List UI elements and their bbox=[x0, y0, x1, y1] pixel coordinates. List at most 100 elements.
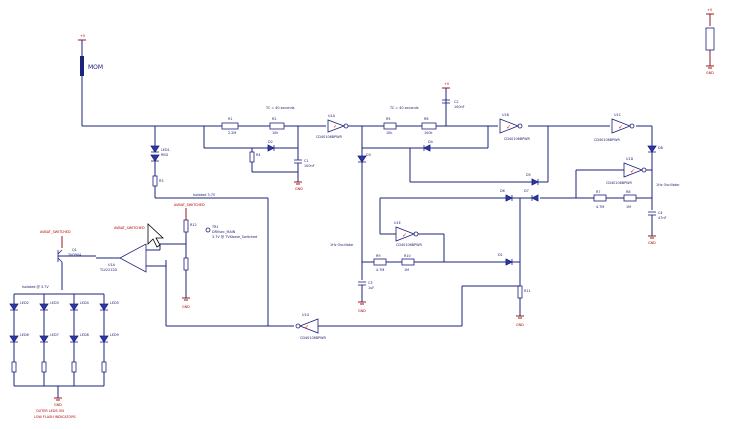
inverter-gate-u1c: ✓ U1C CD40106BPWR bbox=[594, 113, 635, 142]
timing-label: TC = 40 seconds bbox=[265, 106, 295, 110]
transistor-leg bbox=[57, 249, 63, 255]
capacitor-ref: C2 bbox=[454, 100, 459, 104]
resistor-symbol bbox=[249, 151, 255, 163]
diode-ref: D3 bbox=[366, 153, 371, 157]
capacitor-ref: C4 bbox=[658, 211, 663, 215]
resistor-ref: R4 bbox=[256, 153, 261, 157]
resistor-symbol bbox=[373, 258, 387, 266]
gate-mark: ✓ bbox=[333, 124, 337, 130]
timing-label: TC = 40 seconds bbox=[389, 106, 419, 110]
led-array: LED2 LED6 LED3 LED7 LED4 bbox=[9, 293, 119, 419]
inverter-gate-u1b: ✓ U1B CD40106BPWR bbox=[499, 113, 530, 141]
vcc-label: +V bbox=[707, 8, 713, 12]
resistor-value: 4.7M bbox=[376, 268, 384, 272]
diode-ref: D6 bbox=[500, 189, 505, 193]
resistor-value: 1M bbox=[404, 268, 409, 272]
resistor-symbol bbox=[383, 122, 397, 130]
gnd-label: GND bbox=[648, 241, 656, 245]
gnd-label: GND bbox=[54, 403, 62, 407]
led-column-3: LED4 LED8 bbox=[69, 294, 89, 386]
led-ref: LED9 bbox=[110, 333, 119, 337]
resistor-ref: R12 bbox=[190, 223, 197, 227]
resistor-ref: R3 bbox=[159, 179, 164, 183]
cursor-arrow bbox=[147, 223, 165, 248]
diode-symbol bbox=[150, 145, 160, 153]
osc-label: 1Hz Oscillator bbox=[330, 243, 354, 247]
diode-symbol bbox=[531, 194, 539, 202]
diode-ref: D1 bbox=[498, 253, 503, 257]
diode-symbol bbox=[9, 303, 19, 311]
diode-symbol bbox=[69, 335, 79, 343]
transistor-part: 2N3904 bbox=[68, 253, 81, 257]
resistor-value: 10k bbox=[386, 131, 392, 135]
test-point-icon bbox=[205, 227, 211, 233]
resistor-value: 10k bbox=[272, 131, 278, 135]
resistor-symbol bbox=[517, 285, 523, 299]
led-column-4: LED5 LED9 bbox=[99, 294, 119, 386]
transistor-ref: Q1 bbox=[72, 248, 77, 252]
gate-triangle bbox=[611, 118, 632, 134]
mouse-cursor-icon bbox=[147, 223, 165, 248]
gate-mark: ✓ bbox=[506, 124, 511, 131]
diode-symbol bbox=[531, 178, 539, 186]
resistor-symbol bbox=[221, 122, 239, 130]
gate-mark: ✓ bbox=[402, 232, 407, 239]
capacitor-ref: C1 bbox=[304, 159, 309, 163]
comparator-opamp: U1A TLV2212D AVBAT_SWITCHED bbox=[96, 226, 166, 273]
diode-symbol bbox=[267, 144, 275, 152]
gate-triangle bbox=[327, 119, 346, 133]
resistor-ref: R5 bbox=[386, 117, 391, 121]
capacitor-value: 100nF bbox=[304, 164, 315, 168]
transistor-leg bbox=[57, 257, 63, 263]
diode-ref: D5 bbox=[526, 173, 531, 177]
resistor-value: 2.2M bbox=[228, 131, 236, 135]
diode-ref: D4 bbox=[428, 140, 433, 144]
diode-symbol bbox=[150, 154, 160, 162]
resistor-symbol bbox=[11, 361, 17, 373]
resistor-symbol bbox=[623, 194, 637, 202]
resistor-ref: R9 bbox=[376, 254, 381, 258]
indicator-led-branch: LED1 RED R3 Isolated 3.7V bbox=[150, 126, 268, 199]
trimpot-line-2: 3.7V @ TVXbase_Switched bbox=[212, 235, 257, 239]
gate-mark: ✓ bbox=[618, 124, 623, 131]
resistor-symbol bbox=[71, 361, 77, 373]
resistor-symbol bbox=[183, 257, 189, 271]
vcc-label: +V bbox=[444, 82, 450, 86]
gate-ref: U1B bbox=[502, 113, 510, 117]
gate-ref: U1D bbox=[626, 157, 634, 161]
feedback-loop: ✓ U1G CD40106BPWR bbox=[165, 198, 462, 340]
batt-label: AVBAT_SWITCHED bbox=[40, 230, 71, 234]
resistor-symbol bbox=[401, 258, 415, 266]
opamp-ref: U1A bbox=[108, 263, 116, 267]
capacitor-value: 100nF bbox=[454, 105, 465, 109]
diode-symbol bbox=[647, 145, 657, 153]
gate-bubble bbox=[343, 123, 349, 129]
timer-network-2: TC = 40 seconds R5 10k R6 100k +V C2 100… bbox=[383, 82, 465, 135]
gate-part: CD40106BPWR bbox=[316, 135, 342, 139]
status-note-line-1: OUTER LEDS ON bbox=[36, 409, 64, 413]
timer-network-1: TC = 40 seconds R1 2.2M R2 10k D2 C1 100… bbox=[203, 106, 315, 191]
reference-section: AVBAT_SWITCHED R12 GND TR1 DRVsec_MAIN 3… bbox=[160, 203, 257, 309]
diode-symbol bbox=[423, 144, 431, 152]
gate-ref: U1E bbox=[394, 221, 401, 225]
resistor-symbol bbox=[593, 194, 607, 202]
gate-part: CD40106BPWR bbox=[396, 243, 422, 247]
resistor-symbol bbox=[152, 175, 158, 187]
gnd-label: GND bbox=[182, 305, 190, 309]
resistor-symbol bbox=[269, 122, 285, 130]
resistor-symbol bbox=[101, 361, 107, 373]
resistor-value: 100k bbox=[424, 131, 432, 135]
power-indicator-body bbox=[705, 27, 715, 51]
inverter-gate-u1a: ✓ U1A CD40106BPWR bbox=[316, 114, 349, 139]
gate-part: CD40106BPWR bbox=[594, 138, 620, 142]
diode-symbol bbox=[9, 335, 19, 343]
capacitor-ref: C3 bbox=[368, 281, 373, 285]
opamp-part: TLV2212D bbox=[99, 268, 118, 272]
gate-part: CD40106BPWR bbox=[606, 181, 632, 185]
diode-ref: D7 bbox=[524, 189, 529, 193]
gnd-label: GND bbox=[516, 323, 524, 327]
gnd-label: GND bbox=[358, 309, 366, 313]
diode-symbol bbox=[39, 303, 49, 311]
diode-symbol bbox=[505, 258, 513, 266]
